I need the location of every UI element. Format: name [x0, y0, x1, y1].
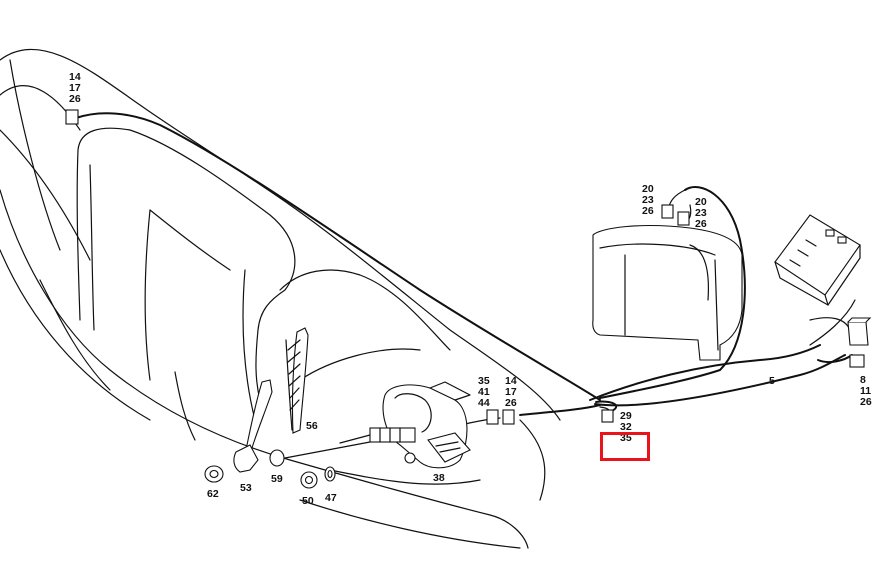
label-38: 38: [433, 472, 445, 484]
wiper-arm: [233, 379, 273, 473]
label-47: 47: [325, 492, 337, 504]
label-53: 53: [240, 482, 252, 494]
connector-35-41-44: [486, 409, 499, 425]
connector-top-left: [65, 109, 79, 125]
label-59: 59: [271, 473, 283, 485]
washer-tank: [592, 224, 743, 361]
cap-59: [269, 449, 285, 467]
label-50: 50: [302, 495, 314, 507]
wiring-harness-tank: [599, 186, 746, 399]
highlight-box: [600, 432, 650, 461]
wiring-harness-main: [75, 112, 601, 401]
control-module: [774, 214, 861, 306]
label-62: 62: [207, 488, 219, 500]
connector-8-11-26: [849, 354, 865, 368]
nut-50: [300, 471, 318, 489]
washer-47: [324, 466, 336, 482]
wiper-blade: [285, 327, 309, 434]
relay: [847, 317, 872, 346]
nut-62: [204, 465, 224, 483]
connector-tank-a: [661, 204, 674, 219]
wiring-harness-right: [589, 344, 821, 401]
label-5: 5: [769, 375, 775, 387]
label-56: 56: [306, 420, 318, 432]
connector-tank-b: [677, 211, 690, 226]
connector-29-32-35: [601, 409, 614, 423]
connector-14-17-26: [502, 409, 515, 425]
wiper-motor: [339, 381, 471, 469]
